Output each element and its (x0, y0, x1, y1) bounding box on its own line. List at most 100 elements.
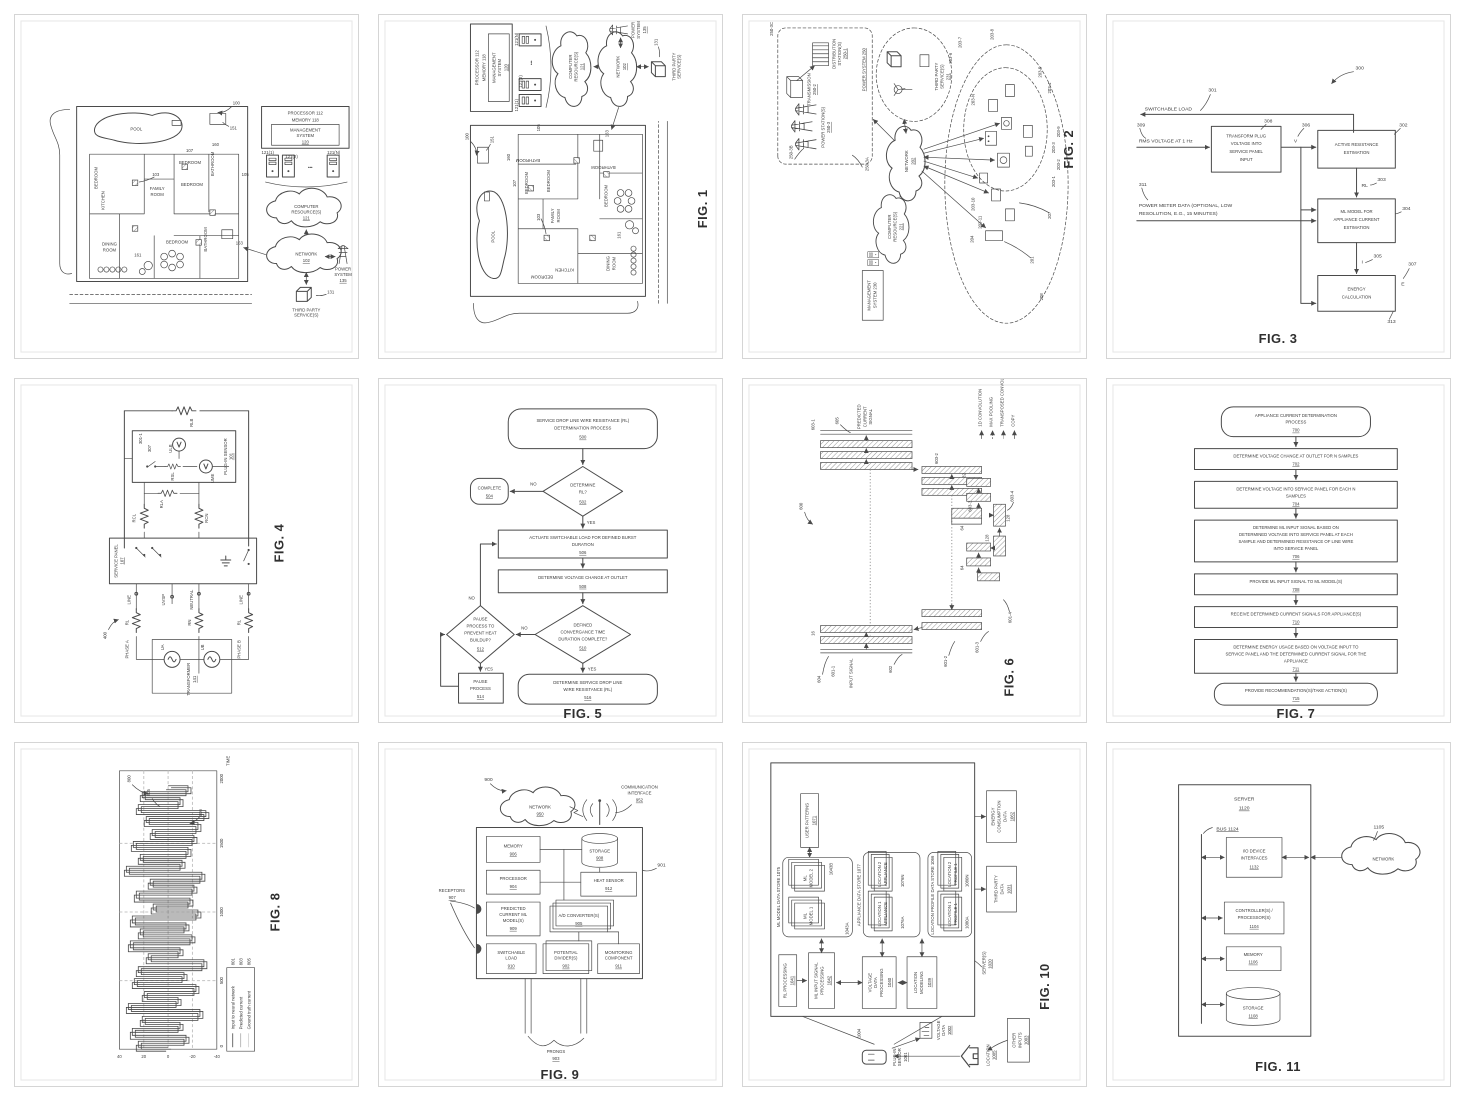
svg-text:DATA: DATA (1002, 811, 1007, 822)
svg-text:DETERMINE VOLTAGE CHANGE AT OU: DETERMINE VOLTAGE CHANGE AT OUTLET FOR N… (1233, 454, 1358, 459)
svg-text:PROVIDE RECOMMENDATION(S)/TAKE: PROVIDE RECOMMENDATION(S)/TAKE ACTION(S) (1245, 688, 1348, 693)
fig5-label: FIG. 5 (563, 706, 602, 721)
svg-text:906: 906 (510, 851, 518, 856)
svg-text:601-2: 601-2 (943, 655, 948, 667)
svg-text:308: 308 (1264, 118, 1273, 124)
thumbnail-fig2[interactable]: POWER STATION(S) 250-3 TRANSMISSION 250-… (742, 14, 1087, 359)
svg-text:THIRD PARTY: THIRD PARTY (934, 62, 939, 90)
svg-text:107: 107 (119, 557, 124, 565)
fig1-rotated-group: FIG. 1 (464, 21, 710, 323)
svg-text:121: 121 (303, 215, 311, 220)
svg-text:516: 516 (584, 695, 592, 700)
thumbnail-front-figure[interactable]: POOL BEDROOM KITCHEN FAMILY ROOM DINING … (14, 14, 359, 359)
svg-text:INPUTS: INPUTS (1017, 1032, 1022, 1048)
thumbnail-fig8[interactable]: 40 20 0 -20 -40 0 500 1000 1500 2000 TIM… (14, 742, 359, 1087)
svg-text:PROFILE 1: PROFILE 1 (953, 902, 958, 924)
svg-text:RN: RN (187, 619, 192, 625)
front-figure-drawing: POOL BEDROOM KITCHEN FAMILY ROOM DINING … (20, 20, 353, 353)
svg-text:DEFINED: DEFINED (573, 623, 592, 628)
svg-text:303: 303 (1377, 177, 1386, 183)
svg-text:LOCATION 1: LOCATION 1 (877, 901, 882, 927)
svg-text:COMPUTER: COMPUTER (294, 204, 318, 209)
svg-text:1062: 1062 (1009, 811, 1014, 821)
fig10-drawing: RL PROCESSING 1041 ML INPUT SIGNAL PROCE… (748, 748, 1081, 1081)
fig11-drawing: SERVER 1120 BUS 1124 I/O DEVICE INTERFAC… (1112, 748, 1445, 1081)
thumbnail-fig7[interactable]: APPLIANCE CURRENT DETERMINATION PROCESS … (1106, 378, 1451, 723)
svg-text:POWER METER DATA (OPTIONAL, LO: POWER METER DATA (OPTIONAL, LOW (1139, 203, 1233, 209)
thumbnail-fig11[interactable]: SERVER 1120 BUS 1124 I/O DEVICE INTERFAC… (1106, 742, 1451, 1087)
svg-text:DINING: DINING (102, 242, 117, 247)
thumbnail-fig3[interactable]: 300 301 SWITCHABLE LOAD 309 RMS VOLTAGE … (1106, 14, 1451, 359)
svg-text:203-6: 203-6 (948, 52, 953, 64)
svg-text:MONITORING: MONITORING (605, 950, 633, 955)
thumbnail-fig4[interactable]: RLB ULB UME RSL PLUG-IN SENSOR 101 301-1… (14, 378, 359, 723)
svg-text:CALCULATION: CALCULATION (1342, 294, 1372, 299)
svg-text:LOCATION 2: LOCATION 2 (947, 861, 952, 887)
svg-text:PROCESS: PROCESS (1285, 420, 1306, 425)
svg-text:POOL: POOL (130, 126, 142, 131)
svg-text:0: 0 (167, 1054, 170, 1059)
svg-text:512: 512 (477, 646, 485, 651)
fig1-label: FIG. 1 (695, 189, 710, 228)
third-party-cube: 131 THIRD PARTY SERVICE(S) (292, 286, 335, 318)
svg-text:VOLTAGE INTO: VOLTAGE INTO (1231, 141, 1262, 146)
svg-text:Ground truth current: Ground truth current (247, 990, 252, 1029)
svg-text:A/D CONVERTER(S): A/D CONVERTER(S) (558, 913, 599, 918)
svg-text:RL: RL (1362, 183, 1369, 189)
svg-text:203-10: 203-10 (971, 197, 976, 211)
svg-text:APPLIANCE: APPLIANCE (883, 902, 888, 926)
svg-text:LOAD: LOAD (505, 956, 517, 961)
fig9-plug-sensor-diagram: 900 NETWORK 950 COMMUNICATION INTERFACE … (439, 777, 666, 1082)
svg-text:203-8: 203-8 (990, 28, 995, 40)
svg-text:CONVERGANCE TIME: CONVERGANCE TIME (560, 630, 605, 635)
svg-text:704: 704 (1292, 501, 1300, 506)
svg-text:64: 64 (960, 525, 965, 530)
management-system-box: PROCESSOR 112 MEMORY 118 MANAGEMENT SYST… (261, 105, 350, 149)
svg-text:1080A: 1080A (965, 916, 970, 928)
svg-text:120: 120 (302, 139, 310, 144)
fig7-flowchart: APPLIANCE CURRENT DETERMINATION PROCESS … (1193, 406, 1398, 721)
svg-text:INPUT SIGNAL: INPUT SIGNAL (848, 658, 853, 688)
svg-text:1080N: 1080N (965, 875, 970, 888)
fig6-drawing: 603-1 605 PREDICTED CURRENT SIGNAL 600 6… (748, 379, 1081, 717)
thumbnail-fig10[interactable]: RL PROCESSING 1041 ML INPUT SIGNAL PROCE… (742, 742, 1087, 1087)
fig9-label: FIG. 9 (541, 1067, 580, 1082)
svg-text:1076N: 1076N (900, 875, 905, 888)
svg-text:NETWORK: NETWORK (1372, 856, 1394, 861)
svg-text:OTHER: OTHER (1011, 1033, 1016, 1048)
svg-text:RL PROCESSING: RL PROCESSING (783, 963, 788, 998)
svg-text:204: 204 (970, 235, 975, 243)
thumbnail-fig1[interactable]: FIG. 1 (378, 14, 723, 359)
fig4-label: FIG. 4 (271, 523, 286, 562)
svg-text:203-3: 203-3 (1051, 142, 1056, 154)
svg-text:PLUG-IN SENSOR: PLUG-IN SENSOR (223, 438, 228, 475)
svg-text:803: 803 (239, 958, 244, 966)
svg-text:151: 151 (230, 125, 238, 130)
svg-text:DETERMINE ML INPUT SIGNAL BASE: DETERMINE ML INPUT SIGNAL BASED ON (1253, 525, 1339, 530)
fig10-label: FIG. 10 (1037, 963, 1052, 1010)
svg-text:RL: RL (124, 619, 129, 625)
fig2-rotated-group: POWER STATION(S) 250-3 TRANSMISSION 250-… (769, 22, 1076, 324)
svg-text:POWER STATION(S): POWER STATION(S) (821, 106, 826, 147)
svg-text:INPUT: INPUT (1240, 157, 1253, 162)
svg-text:PREDICTED: PREDICTED (501, 906, 526, 911)
thumbnail-fig6[interactable]: 603-1 605 PREDICTED CURRENT SIGNAL 600 6… (742, 378, 1087, 723)
svg-text:DIVIDER(S): DIVIDER(S) (554, 956, 578, 961)
svg-text:1104: 1104 (1250, 924, 1260, 929)
svg-text:203-11: 203-11 (978, 215, 983, 229)
svg-text:203-5: 203-5 (1037, 66, 1042, 78)
svg-text:POWER: POWER (335, 267, 351, 272)
svg-text:201: 201 (1029, 256, 1034, 264)
svg-text:1041: 1041 (790, 975, 795, 985)
svg-text:NEUTRAL: NEUTRAL (189, 589, 194, 610)
svg-text:THIRD PARTY: THIRD PARTY (994, 875, 999, 903)
svg-text:UVSP: UVSP (161, 594, 166, 606)
svg-text:CURRENT ML: CURRENT ML (499, 912, 528, 917)
svg-text:912: 912 (605, 886, 613, 891)
fig9-drawing: 900 NETWORK 950 COMMUNICATION INTERFACE … (384, 748, 717, 1082)
svg-text:121(2): 121(2) (285, 154, 298, 159)
thumbnail-fig9[interactable]: 900 NETWORK 950 COMMUNICATION INTERFACE … (378, 742, 723, 1087)
thumbnail-fig5[interactable]: SERVICE DROP LINE WIRE RESISTANCE (RL) D… (378, 378, 723, 723)
svg-text:708: 708 (1292, 587, 1300, 592)
fig5-flowchart: SERVICE DROP LINE WIRE RESISTANCE (RL) D… (440, 408, 668, 721)
